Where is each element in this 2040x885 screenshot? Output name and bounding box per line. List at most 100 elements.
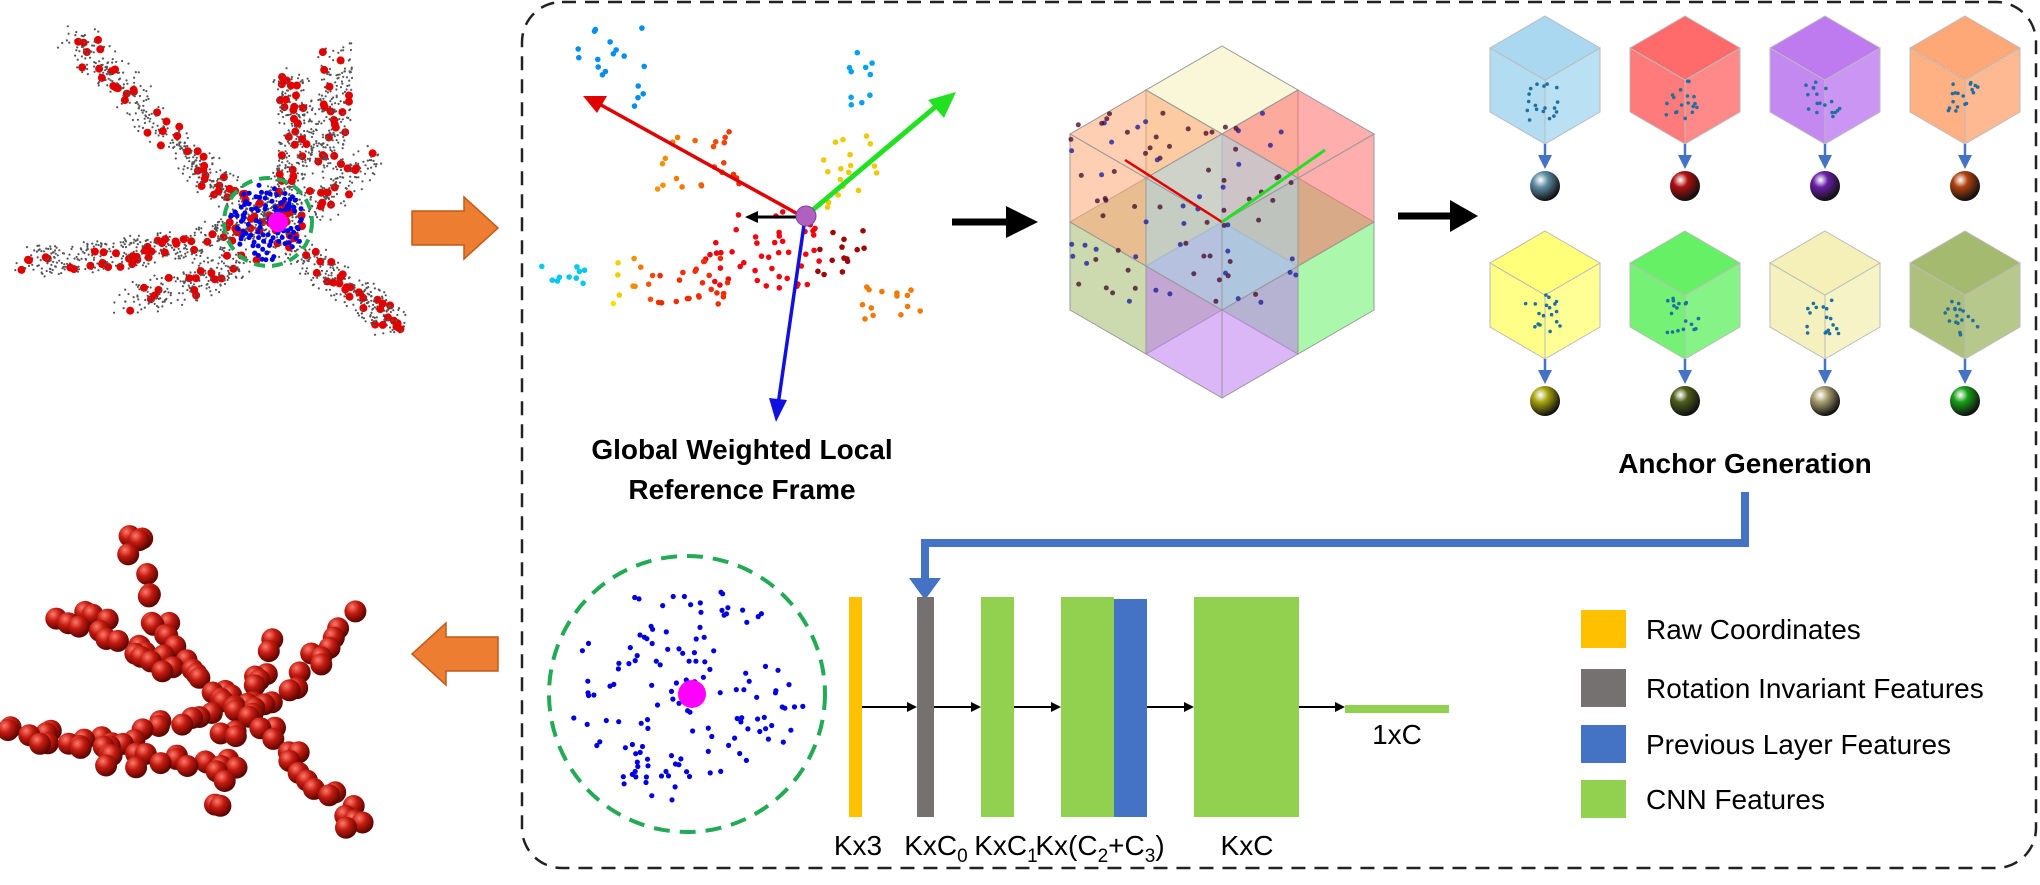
gray-point (261, 210, 264, 213)
gray-point (189, 151, 192, 154)
lrf-point (812, 225, 818, 232)
gray-point (95, 243, 98, 246)
lrf-point (846, 64, 853, 71)
gray-point (156, 234, 159, 237)
lrf-point (861, 245, 867, 251)
anchor-point (1831, 114, 1835, 119)
gray-point (373, 287, 376, 290)
gray-point (326, 72, 329, 76)
red-point (320, 152, 329, 161)
blue-point (286, 240, 292, 246)
gray-point (317, 98, 320, 102)
lrf-point (867, 141, 874, 147)
gray-point (332, 195, 335, 198)
lrf-point (658, 300, 665, 306)
gray-point (152, 122, 155, 125)
gray-point (169, 244, 172, 247)
gray-point (309, 157, 312, 160)
cube-point (1289, 256, 1295, 262)
anchor-point (1547, 116, 1552, 121)
gray-point (397, 308, 400, 311)
gray-point (336, 176, 339, 180)
cube-point (1126, 298, 1132, 304)
gray-point (212, 186, 215, 189)
gray-point (347, 266, 350, 269)
gray-point (304, 272, 307, 275)
lrf-point (640, 91, 646, 97)
blue-point (255, 229, 261, 235)
neighborhood-point (733, 687, 739, 693)
cube-point (1154, 157, 1160, 163)
gray-point (160, 289, 163, 292)
gray-point (303, 186, 306, 189)
gray-point (387, 308, 390, 311)
red-point (324, 133, 333, 142)
gray-point (186, 144, 189, 148)
gray-point (219, 183, 222, 186)
gray-point (329, 162, 332, 165)
gray-point (103, 263, 107, 266)
gray-point (148, 296, 152, 299)
gray-point (219, 237, 223, 240)
gray-point (197, 264, 201, 267)
gray-point (332, 185, 336, 188)
red-point (90, 247, 99, 256)
lrf-x-axis-head (583, 96, 607, 113)
gray-point (137, 284, 141, 287)
anchor-point (1525, 108, 1530, 113)
gray-point (312, 132, 315, 135)
gray-point (196, 170, 199, 173)
gray-point (38, 244, 41, 247)
gray-point (352, 290, 355, 293)
gray-point (124, 300, 127, 303)
red-point (342, 283, 351, 292)
gray-point (275, 199, 278, 203)
gray-point (27, 264, 31, 267)
neighborhood-point (639, 743, 646, 750)
cube-point (1267, 142, 1273, 148)
gray-point (299, 150, 302, 153)
gray-point (180, 254, 183, 257)
red-point (207, 269, 216, 277)
gray-point (312, 130, 315, 133)
red-point (147, 247, 156, 256)
neighborhood-point (643, 774, 650, 780)
blue-point (238, 218, 244, 224)
red-point (282, 95, 290, 104)
gray-point (114, 264, 117, 267)
gray-point (398, 307, 401, 310)
anchor-point (1805, 331, 1810, 335)
gray-point (133, 81, 136, 84)
gray-point (295, 112, 298, 115)
gray-point (283, 260, 286, 263)
gray-point (115, 60, 118, 64)
input-point-cloud (14, 25, 407, 336)
gray-point (205, 276, 208, 279)
gray-point (354, 161, 357, 165)
gray-point (284, 166, 287, 169)
gray-point (269, 189, 272, 192)
lrf-point (616, 292, 623, 298)
gray-point (350, 76, 354, 80)
anchor-point (1554, 110, 1559, 114)
red-sphere (0, 719, 19, 742)
gray-point (370, 166, 373, 169)
gray-point (221, 196, 224, 199)
gray-point (364, 172, 367, 175)
gray-point (127, 91, 130, 95)
gray-point (193, 294, 196, 297)
gray-point (210, 259, 213, 262)
gray-point (288, 192, 291, 195)
red-point (247, 214, 255, 223)
gray-point (174, 252, 177, 255)
gray-point (285, 156, 288, 159)
neighborhood-point (644, 717, 651, 723)
blue-point (229, 213, 234, 218)
lrf-point (839, 269, 846, 275)
gray-point (218, 220, 221, 223)
gray-point (343, 265, 346, 268)
gray-point (305, 267, 309, 270)
gray-point (46, 262, 49, 265)
gray-point (121, 245, 125, 248)
gray-point (359, 170, 362, 173)
